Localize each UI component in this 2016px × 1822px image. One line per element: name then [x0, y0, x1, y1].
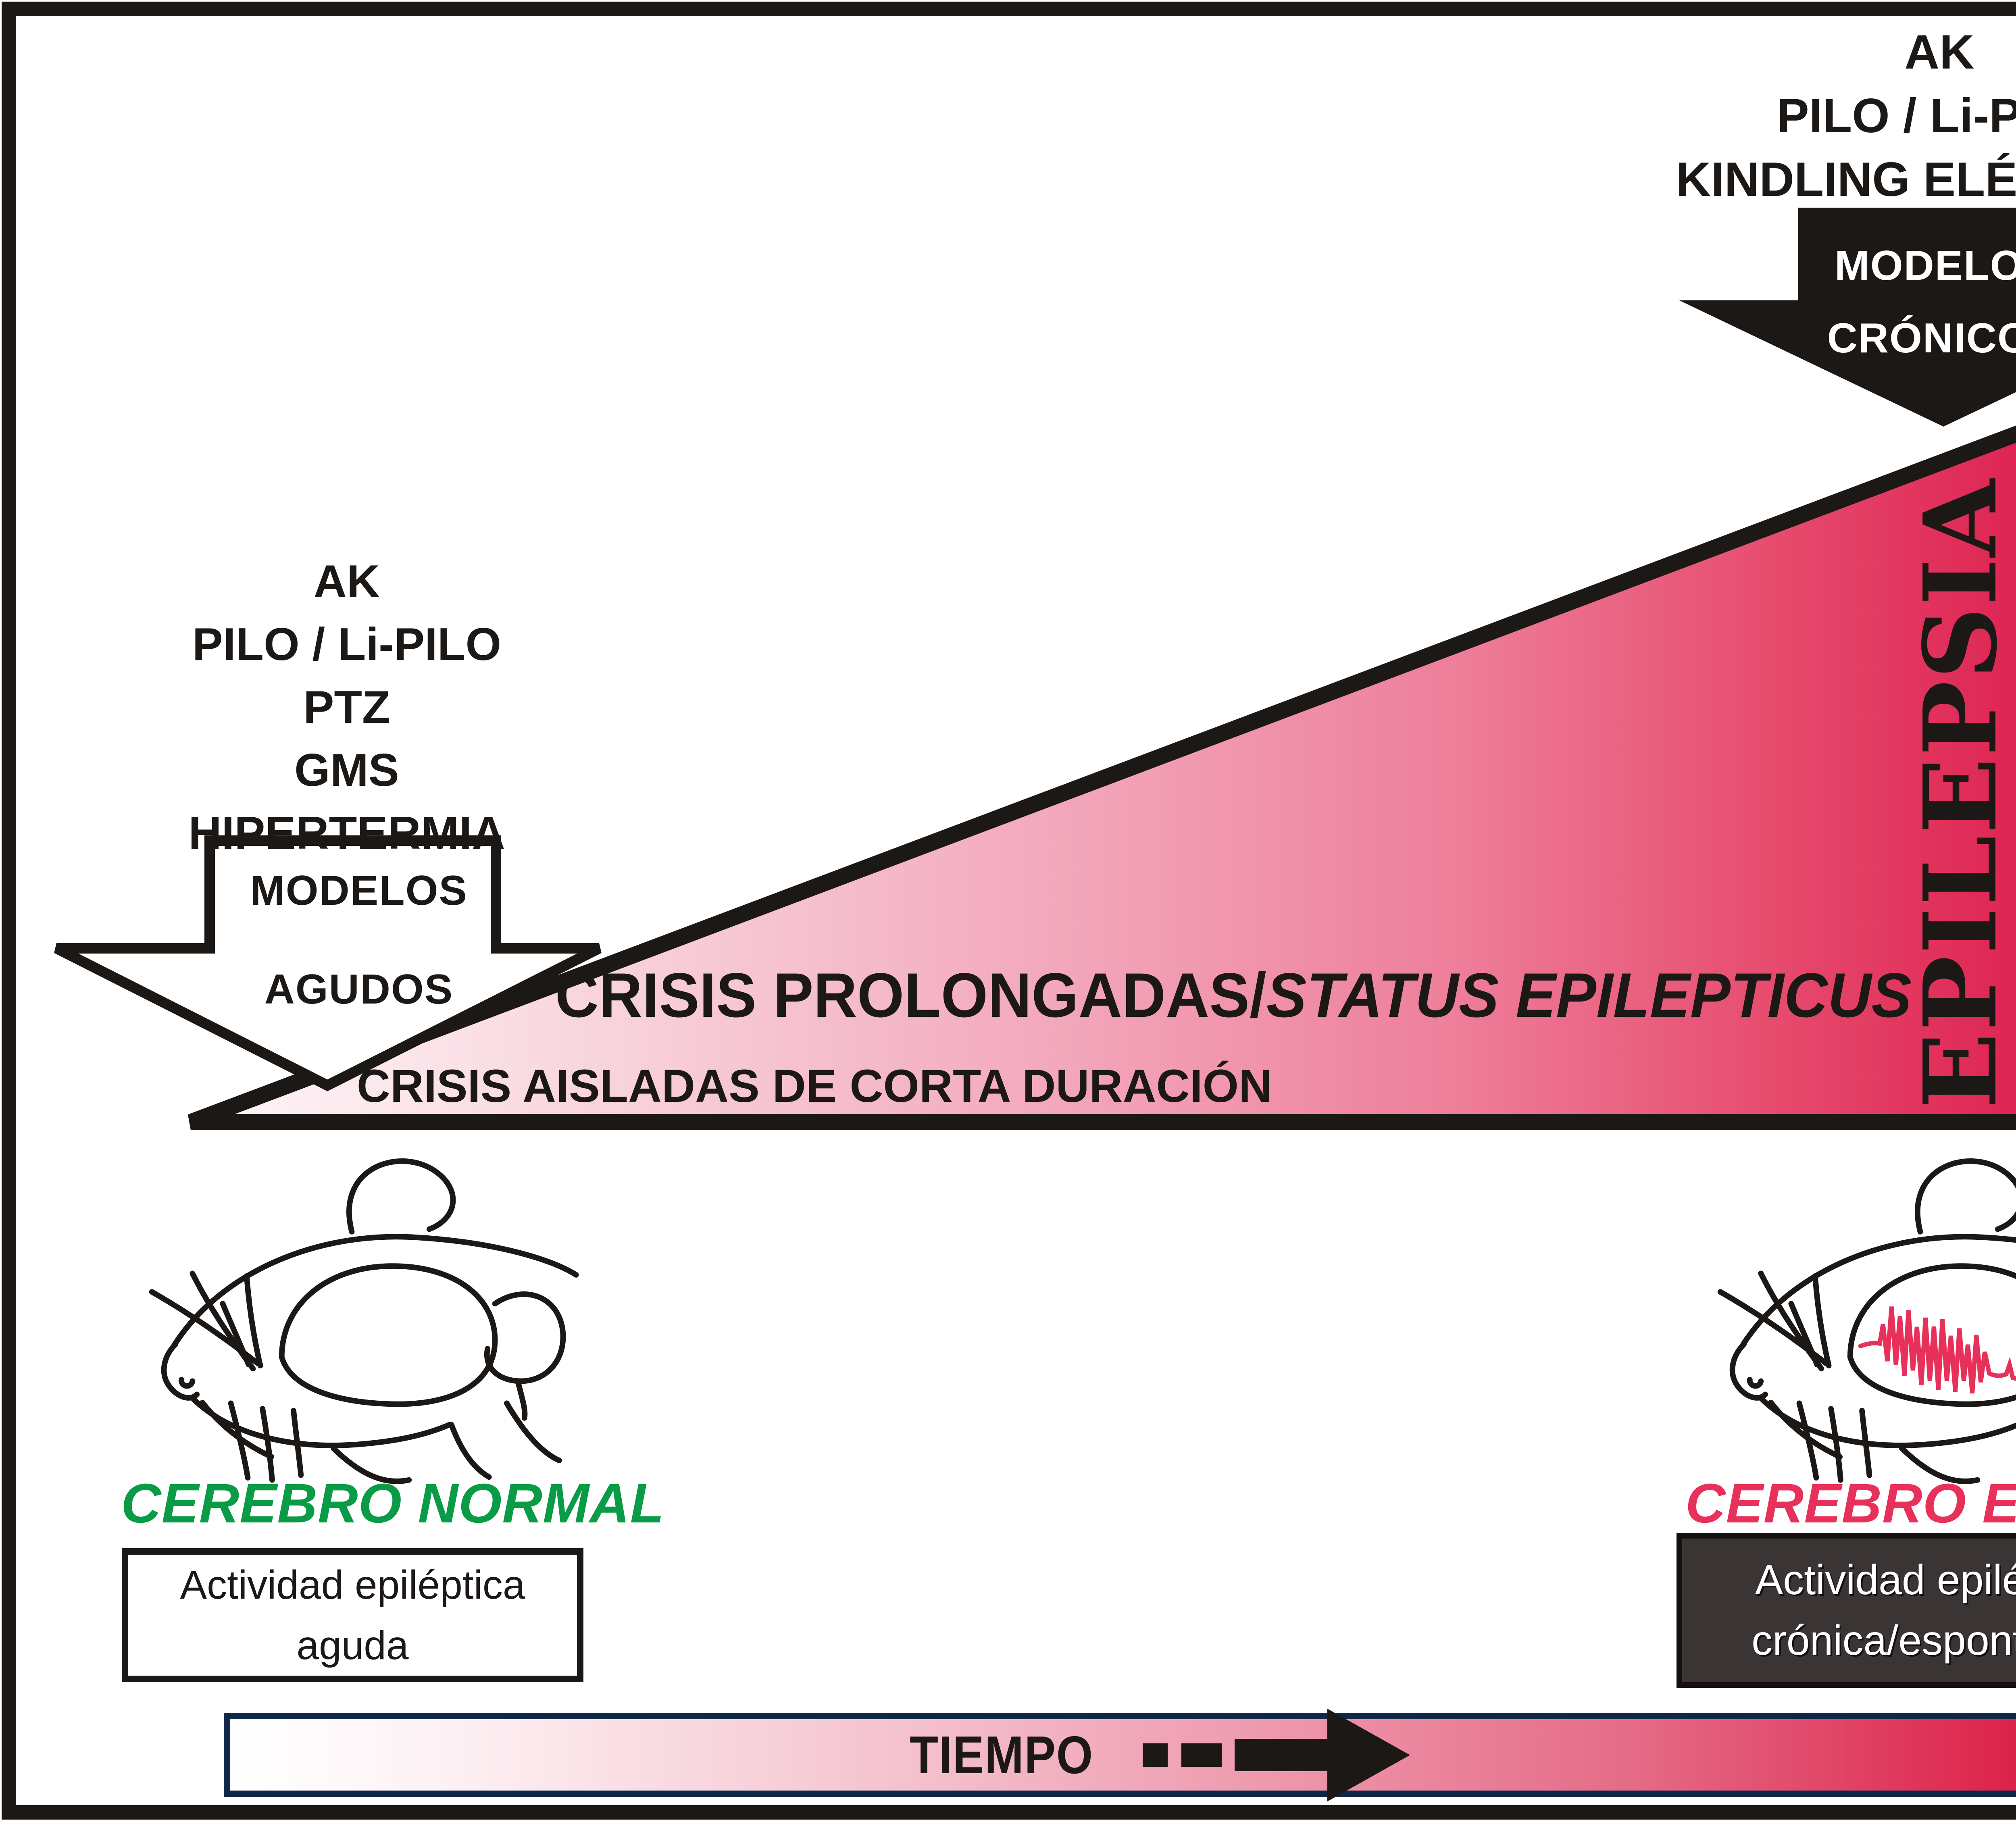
tiempo-gradient-bar: TIEMPO [224, 1708, 2016, 1801]
modelos-cronicos-label-line1: MODELOS [1835, 242, 2016, 289]
modelos-agudos-label-line2: AGUDOS [264, 966, 454, 1013]
cerebro-normal-title: CEREBRO NORMAL [121, 1472, 664, 1535]
epilepsia-vertical-label: EPILEPSIA [1902, 478, 2016, 1109]
chronic-model-item: KINDLING ELÉCTRICO [1676, 152, 2016, 206]
acute-activity-line2: aguda [296, 1623, 409, 1668]
arrow-dash-icon [1142, 1743, 1168, 1767]
chronic-model-item: AK [1904, 25, 1974, 79]
epileptic-mouse-illustration [1681, 1145, 2016, 1492]
eeg-seizure-scribble-icon [1858, 1306, 2016, 1394]
acute-model-item: PILO / Li-PILO [192, 619, 502, 670]
acute-model-item: GMS [294, 745, 399, 796]
arrow-dash-icon [1181, 1743, 1222, 1767]
modelos-cronicos-label-line2: CRÓNICOS [1827, 315, 2016, 362]
acute-activity-box: Actividad epiléptica aguda [122, 1548, 583, 1682]
right-arrow-head-icon [1327, 1708, 1410, 1801]
tiempo-arrow-group: TIEMPO [897, 1708, 1410, 1801]
cerebro-epileptico-title: CEREBRO EPILÉPTICO [1685, 1472, 2016, 1535]
modelos-agudos-arrow-icon [54, 835, 602, 1091]
acute-model-item: HIPERTERMIA [188, 808, 505, 859]
status-epilepticus-text: STATUS EPILEPTICUS [1266, 960, 1912, 1031]
chronic-activity-box: Actividad epiléptica crónica/espontánea [1677, 1533, 2016, 1688]
crisis-aisladas-label: CRISIS AISLADAS DE CORTA DURACIÓN [356, 1060, 1272, 1112]
chronic-activity-line1: Actividad epiléptica [1755, 1557, 2016, 1603]
normal-mouse-illustration [113, 1145, 613, 1492]
severity-triangle [187, 425, 2016, 1130]
tiempo-label: TIEMPO [910, 1725, 1094, 1785]
acute-model-item: PTZ [303, 682, 390, 733]
crisis-prolongadas-text: CRISIS PROLONGADAS/ [555, 960, 1266, 1031]
modelos-cronicos-arrow-icon [1679, 208, 2016, 427]
acute-activity-line1: Actividad epiléptica [180, 1562, 525, 1608]
right-arrow-body-icon [1234, 1739, 1327, 1771]
chronic-models-list: AK PILO / Li-PILO KINDLING ELÉCTRICO [1661, 20, 2016, 211]
crisis-prolongadas-label: CRISIS PROLONGADAS/STATUS EPILEPTICUS [555, 960, 1912, 1032]
acute-models-list: AK PILO / Li-PILO PTZ GMS HIPERTERMIA [117, 550, 577, 865]
chronic-activity-line2: crónica/espontánea [1752, 1617, 2016, 1664]
acute-model-item: AK [313, 556, 380, 607]
chronic-model-item: PILO / Li-PILO [1776, 89, 2016, 143]
modelos-agudos-label-line1: MODELOS [250, 867, 468, 914]
